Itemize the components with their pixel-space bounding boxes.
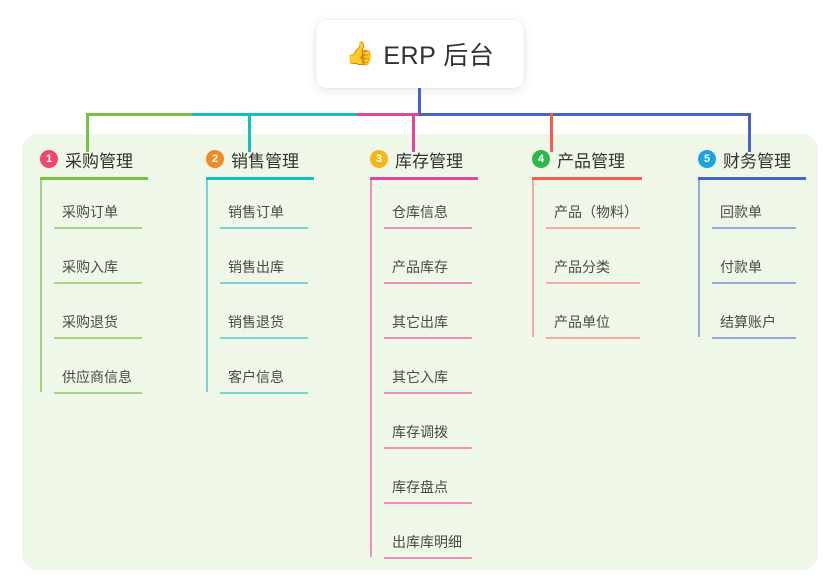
leaf-item-rule — [220, 337, 308, 339]
leaf-item-label: 库存调拨 — [392, 424, 448, 440]
leaf-item-label: 产品单位 — [554, 314, 610, 330]
column-title-5: 财务管理 — [723, 151, 791, 171]
leaf-item-rule — [384, 227, 472, 229]
leaf-item-rule — [546, 337, 640, 339]
leaf-item-label: 销售订单 — [228, 204, 284, 220]
connector-drop — [86, 113, 89, 152]
leaf-item-label: 采购退货 — [62, 314, 118, 330]
leaf-item-label: 采购订单 — [62, 204, 118, 220]
connector-segment — [419, 113, 550, 116]
column-header-rule — [698, 177, 806, 180]
root-node-label: ERP 后台 — [383, 42, 495, 70]
column-spine-line — [40, 180, 42, 392]
leaf-item-label: 产品库存 — [392, 259, 448, 275]
leaf-item-rule — [220, 392, 308, 394]
leaf-item-label: 付款单 — [720, 259, 762, 275]
column-header-rule — [40, 177, 148, 180]
thumbs-up-icon: 👍 — [345, 39, 375, 66]
column-header-4[interactable]: 4 产品管理 — [532, 140, 625, 178]
column-header-rule — [370, 177, 478, 180]
leaf-item-rule — [54, 282, 142, 284]
connector-drop — [748, 113, 751, 152]
column-badge-3: 3 — [370, 150, 388, 168]
leaf-item-label: 其它入库 — [392, 369, 448, 385]
leaf-item-label: 库存盘点 — [392, 479, 448, 495]
leaf-item-rule — [384, 447, 472, 449]
leaf-item-label: 回款单 — [720, 204, 762, 220]
diagram-panel — [22, 134, 818, 570]
column-spine-line — [532, 180, 534, 337]
leaf-item-rule — [384, 337, 472, 339]
connector-segment — [357, 113, 419, 116]
leaf-item-rule — [220, 282, 308, 284]
root-stem-line — [418, 88, 421, 114]
column-spine-line — [206, 180, 208, 392]
column-1: 1 采购管理采购订单采购入库采购退货供应商信息 — [40, 140, 148, 394]
column-3: 3 库存管理仓库信息产品库存其它出库其它入库库存调拨库存盘点出库库明细 — [370, 140, 478, 559]
connector-segment — [86, 113, 192, 116]
column-header-3[interactable]: 3 库存管理 — [370, 140, 463, 178]
leaf-item-label: 仓库信息 — [392, 204, 448, 220]
column-title-1: 采购管理 — [65, 151, 133, 171]
leaf-item-rule — [546, 227, 640, 229]
column-badge-1: 1 — [40, 150, 58, 168]
leaf-item-label: 结算账户 — [720, 314, 776, 330]
leaf-item-rule — [712, 282, 796, 284]
leaf-item-label: 出库库明细 — [392, 534, 462, 550]
connector-drop — [248, 113, 251, 152]
leaf-item-rule — [546, 282, 640, 284]
leaf-item-label: 供应商信息 — [62, 369, 132, 385]
leaf-item-rule — [220, 227, 308, 229]
column-header-rule — [206, 177, 314, 180]
leaf-item-label: 产品分类 — [554, 259, 610, 275]
connector-segment — [585, 113, 751, 116]
leaf-item-label: 其它出库 — [392, 314, 448, 330]
column-title-4: 产品管理 — [557, 151, 625, 171]
column-badge-2: 2 — [206, 150, 224, 168]
leaf-item-label: 销售出库 — [228, 259, 284, 275]
column-header-rule — [532, 177, 642, 180]
column-title-3: 库存管理 — [395, 151, 463, 171]
column-5: 5 财务管理回款单付款单结算账户 — [698, 140, 806, 339]
connector-segment — [192, 113, 357, 116]
column-badge-4: 4 — [532, 150, 550, 168]
leaf-item-rule — [384, 557, 472, 559]
leaf-item-rule — [384, 502, 472, 504]
leaf-item-label: 销售退货 — [228, 314, 284, 330]
leaf-item-rule — [712, 227, 796, 229]
leaf-item-rule — [54, 337, 142, 339]
leaf-item-label: 客户信息 — [228, 369, 284, 385]
column-spine-line — [698, 180, 700, 337]
leaf-item-label: 采购入库 — [62, 259, 118, 275]
connector-drop — [550, 113, 553, 152]
column-4: 4 产品管理产品（物料） 产品分类产品单位 — [532, 140, 642, 339]
leaf-item-rule — [54, 392, 142, 394]
column-title-2: 销售管理 — [231, 151, 299, 171]
column-header-2[interactable]: 2 销售管理 — [206, 140, 299, 178]
leaf-item-rule — [712, 337, 796, 339]
column-2: 2 销售管理销售订单销售出库销售退货客户信息 — [206, 140, 314, 394]
column-header-5[interactable]: 5 财务管理 — [698, 140, 791, 178]
leaf-item-rule — [384, 392, 472, 394]
leaf-item-rule — [384, 282, 472, 284]
connector-segment — [550, 113, 585, 116]
connector-drop — [412, 113, 415, 152]
column-header-1[interactable]: 1 采购管理 — [40, 140, 133, 178]
root-node-erp-backend[interactable]: 👍 ERP 后台 — [316, 20, 524, 88]
leaf-item-rule — [54, 227, 142, 229]
column-spine-line — [370, 180, 372, 557]
column-badge-5: 5 — [698, 150, 716, 168]
leaf-item-label: 产品（物料） — [554, 204, 638, 220]
